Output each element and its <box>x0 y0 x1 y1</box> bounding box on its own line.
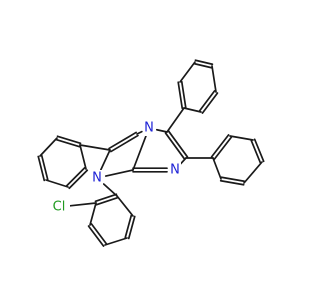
bond-C2-C3 <box>108 131 137 150</box>
bond-pA3-pA4 <box>37 155 46 182</box>
bond-pC3-pC4 <box>250 139 262 164</box>
bond-N1-C2 <box>99 149 111 171</box>
atom-n-right: N <box>169 162 181 178</box>
bond-pD5-pD6 <box>124 214 133 239</box>
bond-pD1-pD2 <box>95 196 119 206</box>
bond-C5-C6 <box>167 130 189 158</box>
bond-pC5-pC6 <box>219 179 245 186</box>
bond-pB3-pB4 <box>193 62 213 69</box>
atom-label-chlorine: Cl <box>53 200 66 215</box>
atom-label-n-top: N <box>144 121 154 136</box>
bond-pD5-pD6 <box>127 215 136 240</box>
bond-C5-C6 <box>164 132 186 160</box>
bond-pB3-pB4 <box>194 59 214 66</box>
bond-pC6-pC1 <box>212 157 222 180</box>
bond-pA1-pA2 <box>55 138 81 148</box>
bond-pB1-pB2 <box>180 80 187 109</box>
bond-pA3-pA4 <box>40 154 49 181</box>
bond-N4-C8a <box>132 134 148 171</box>
bond-pA6-pA1 <box>79 144 87 170</box>
bond-pD4-pD5 <box>104 237 128 246</box>
bond-pA4-pA5 <box>45 179 69 188</box>
bond-pC1-pC2 <box>210 134 230 158</box>
bond-pC4-pC5 <box>243 161 263 184</box>
bond-pA5-pA6 <box>65 166 86 187</box>
bond-pD6-pD1 <box>116 195 134 217</box>
bond-pA1-pA2 <box>56 135 82 145</box>
bond-N4-C5 <box>155 128 168 133</box>
bond-pB2-pB3 <box>179 61 196 83</box>
atom-label-n-bottom: N <box>92 171 102 186</box>
bond-layer <box>37 59 265 247</box>
bond-pB5-pB6 <box>198 90 216 112</box>
molecule-structure: N N N Cl <box>37 59 265 247</box>
bond-C6-N7 <box>179 157 187 165</box>
atom-n-bottom: N <box>91 170 103 186</box>
bond-pB4-pB5 <box>211 65 217 93</box>
bond-pD3-pD4 <box>90 223 108 245</box>
bond-pB1-pB2 <box>177 81 184 110</box>
bond-pB5-pB6 <box>201 92 219 114</box>
bond-pA2-pA3 <box>39 137 58 157</box>
bond-pA5-pA6 <box>68 169 89 190</box>
bond-pC1-pC2 <box>213 136 233 160</box>
bond-C8a-N1 <box>104 169 134 177</box>
bond-pC5-pC6 <box>220 176 246 183</box>
bond-pD2-pD3 <box>89 202 97 226</box>
atom-label-layer: N N N Cl <box>49 120 181 215</box>
bond-pC2-pC3 <box>229 135 254 141</box>
bond-pD2-Cl <box>69 202 97 207</box>
atom-label-n-right: N <box>170 163 180 178</box>
bond-C2-C3 <box>110 134 139 153</box>
bond-pD1-pD2 <box>94 193 118 203</box>
atom-chlorine: Cl <box>49 199 70 215</box>
bond-pB6-pB1 <box>183 107 202 113</box>
atom-n-top: N <box>143 120 155 136</box>
bond-C5-pB1 <box>166 107 185 133</box>
bond-C2-pA1 <box>79 144 111 151</box>
bond-pD3-pD4 <box>87 225 105 247</box>
bond-C3-N4 <box>136 130 143 135</box>
bond-pC3-pC4 <box>253 138 265 163</box>
